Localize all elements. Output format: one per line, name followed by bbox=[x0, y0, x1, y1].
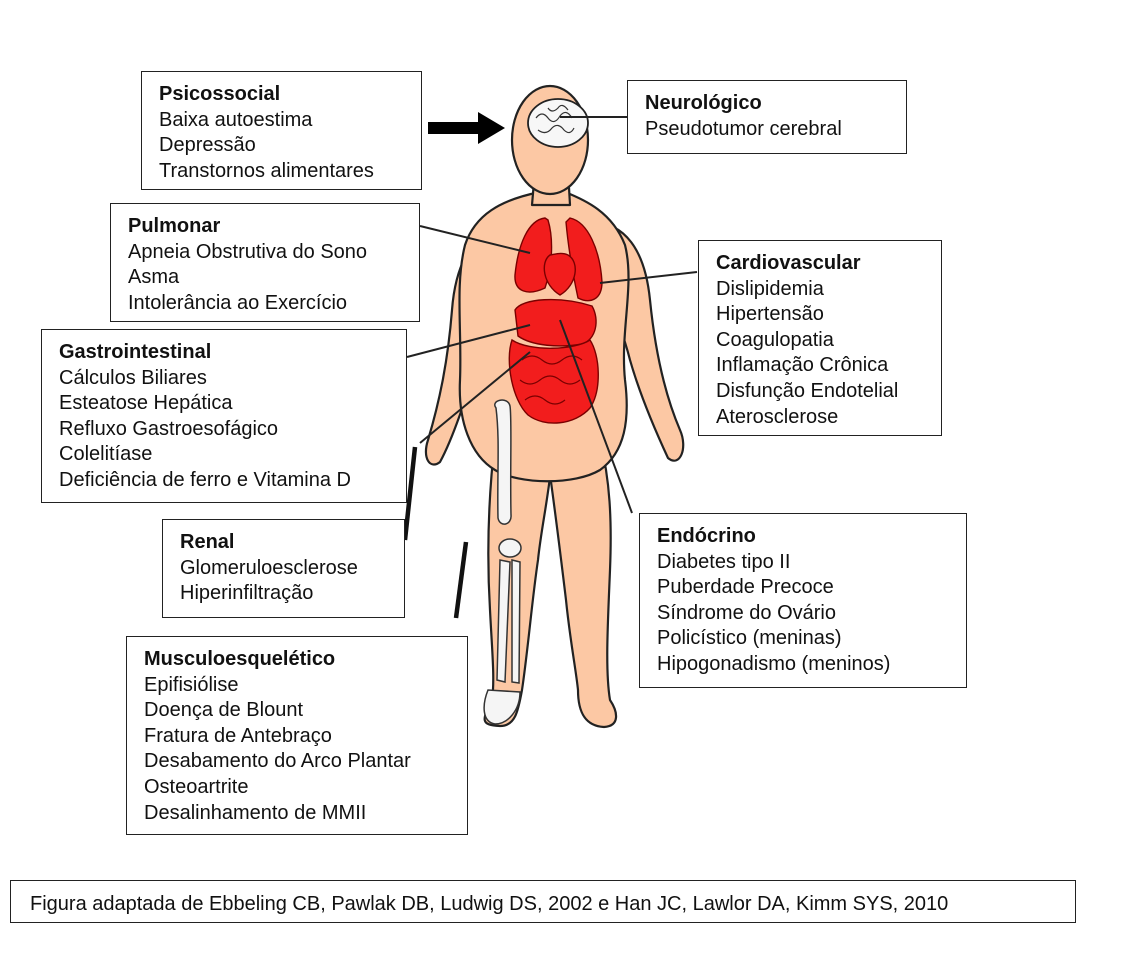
box-item: Epifisiólise bbox=[144, 673, 239, 696]
box-title: Pulmonar bbox=[128, 215, 221, 237]
box-title: Psicossocial bbox=[159, 83, 281, 105]
box-title: Cardiovascular bbox=[716, 252, 861, 274]
musculoesqueletico-box: Musculoesquelético Epifisiólise Doença d… bbox=[126, 636, 468, 835]
brain bbox=[527, 98, 589, 148]
right-leg bbox=[546, 438, 618, 729]
box-item: Asma bbox=[128, 266, 180, 289]
box-item: Apneia Obstrutiva do Sono bbox=[128, 240, 368, 263]
organs bbox=[508, 217, 603, 424]
heart bbox=[543, 252, 576, 296]
psicossocial-box: Psicossocial Baixa autoestima Depressão … bbox=[141, 71, 422, 190]
box-item: Síndrome do Ovário bbox=[657, 601, 836, 624]
caption-text: Figura adaptada de Ebbeling CB, Pawlak D… bbox=[30, 893, 949, 915]
box-item: Refluxo Gastroesofágico bbox=[59, 417, 279, 440]
pulmonar-box: Pulmonar Apneia Obstrutiva do Sono Asma … bbox=[110, 203, 420, 322]
box-item: Cálculos Biliares bbox=[59, 366, 207, 389]
neurologico-box: Neurológico Pseudotumor cerebral bbox=[627, 80, 907, 154]
box-title: Gastrointestinal bbox=[59, 341, 212, 363]
box-item: Desabamento do Arco Plantar bbox=[144, 750, 411, 773]
box-item: Intolerância ao Exercício bbox=[128, 291, 348, 314]
box-item: Transtornos alimentares bbox=[159, 159, 374, 182]
box-item: Colelitíase bbox=[59, 443, 153, 466]
box-item: Doença de Blount bbox=[144, 699, 304, 722]
box-item: Dislipidemia bbox=[716, 277, 824, 300]
connector-lines bbox=[406, 116, 698, 514]
box-item: Disfunção Endotelial bbox=[716, 379, 899, 402]
endocrino-box: Endócrino Diabetes tipo II Puberdade Pre… bbox=[639, 513, 967, 688]
right-lung bbox=[565, 217, 603, 302]
box-item: Aterosclerose bbox=[716, 405, 839, 428]
box-title: Renal bbox=[180, 531, 235, 553]
box-item: Desalinhamento de MMII bbox=[144, 801, 367, 824]
box-item: Osteoartrite bbox=[144, 775, 249, 798]
box-item: Glomeruloesclerose bbox=[180, 556, 358, 579]
box-item: Hiperinfiltração bbox=[180, 582, 314, 605]
box-item: Hipertensão bbox=[716, 303, 824, 326]
box-item: Baixa autoestima bbox=[159, 108, 313, 131]
box-title: Neurológico bbox=[645, 92, 762, 114]
box-item: Deficiência de ferro e Vitamina D bbox=[59, 468, 351, 491]
box-item: Depressão bbox=[159, 134, 256, 157]
box-item: Coagulopatia bbox=[716, 328, 834, 351]
liver-stomach bbox=[514, 298, 597, 347]
box-item: Fratura de Antebraço bbox=[144, 724, 332, 747]
gastrointestinal-box: Gastrointestinal Cálculos Biliares Estea… bbox=[41, 329, 407, 503]
box-item: Policístico (meninas) bbox=[657, 627, 842, 650]
box-item: Hipogonadismo (meninos) bbox=[657, 652, 891, 675]
left-lung bbox=[514, 217, 553, 293]
box-title: Musculoesquelético bbox=[144, 648, 336, 670]
box-item: Puberdade Precoce bbox=[657, 576, 834, 599]
figure-caption: Figura adaptada de Ebbeling CB, Pawlak D… bbox=[10, 880, 1076, 923]
renal-box: Renal Glomeruloesclerose Hiperinfiltraçã… bbox=[162, 519, 405, 618]
arrow-icon bbox=[428, 112, 505, 144]
box-item: Esteatose Hepática bbox=[59, 392, 233, 415]
box-title: Endócrino bbox=[657, 525, 756, 547]
cardiovascular-box: Cardiovascular Dislipidemia Hipertensão … bbox=[698, 240, 942, 436]
box-item: Inflamação Crônica bbox=[716, 354, 889, 377]
box-item: Diabetes tipo II bbox=[657, 550, 791, 573]
box-item: Pseudotumor cerebral bbox=[645, 117, 842, 140]
leg-bones bbox=[483, 399, 522, 725]
